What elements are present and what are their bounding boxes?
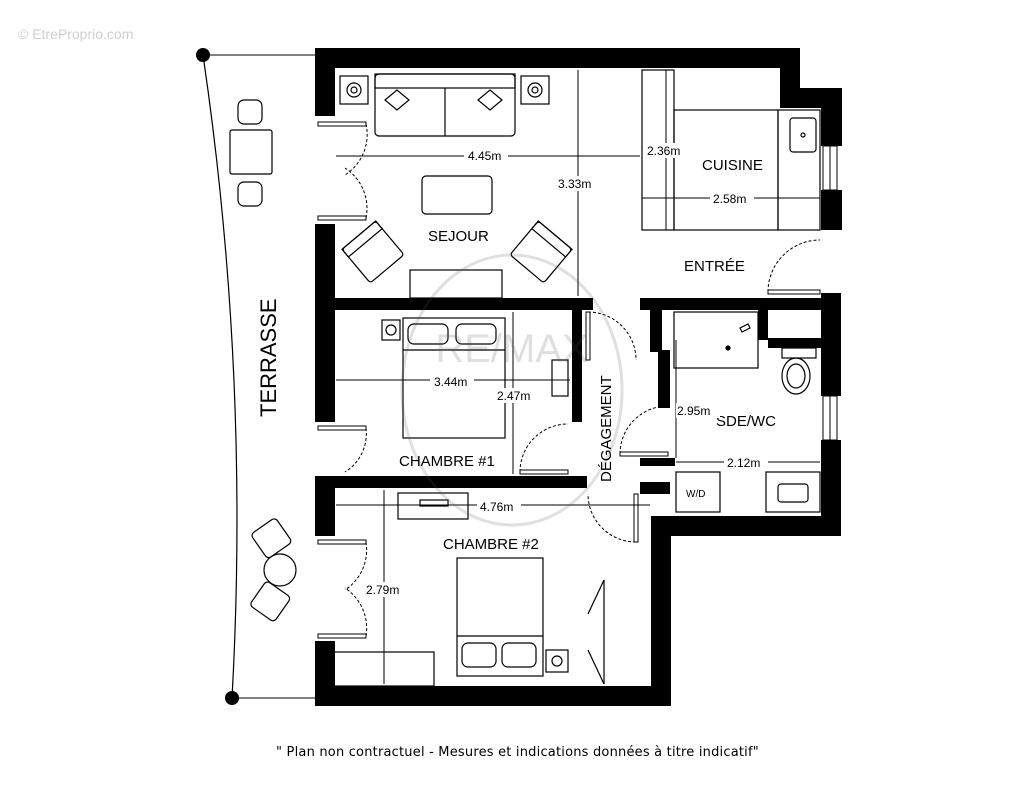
watermark-text: © EtreProprio.com: [18, 26, 134, 42]
room-label-entree: ENTRÉE: [684, 258, 745, 275]
svg-text:RE/MAX: RE/MAX: [435, 327, 588, 371]
room-label-cuisine: CUISINE: [702, 157, 763, 174]
interior-walls: [315, 298, 840, 494]
room-label-degagement: DÉGAGEMENT: [598, 375, 615, 482]
dim-cuisine-width: 2.58m: [713, 192, 746, 206]
remax-logo: RE/MAX: [400, 253, 624, 527]
dim-sde-width: 2.12m: [727, 456, 760, 470]
tv-unit: [409, 269, 503, 299]
terrace-outline: [196, 48, 315, 705]
exterior-walls: [315, 48, 842, 706]
dim-sde-height: 2.95m: [677, 404, 710, 418]
side-tables: [339, 75, 550, 105]
dimension-labels: 4.45m 3.33m 2.36m 2.58m 3.44m 2.47m 2.95…: [362, 143, 768, 597]
doors: [317, 121, 821, 639]
terrace-table-set: [229, 99, 297, 622]
bathroom-fixtures: [673, 311, 821, 513]
dim-cuisine-height: 2.36m: [647, 144, 680, 158]
dim-sejour-width: 4.45m: [468, 149, 501, 163]
dim-chambre1-height: 2.47m: [497, 389, 530, 403]
dim-chambre1-width: 3.44m: [434, 375, 467, 389]
coffee-table: [421, 175, 493, 215]
dim-chambre2-height: 2.79m: [366, 583, 399, 597]
armchairs: [341, 220, 573, 283]
disclaimer-caption: " Plan non contractuel - Mesures et indi…: [276, 745, 759, 760]
dim-chambre2-width: 4.76m: [480, 500, 513, 514]
room-label-sejour: SEJOUR: [428, 228, 489, 245]
room-label-chambre-1: CHAMBRE #1: [399, 453, 495, 470]
room-label-sde-wc: SDE/WC: [716, 413, 776, 430]
bed-chambre-1: [381, 317, 569, 439]
room-label-terrasse: TERRASSE: [256, 298, 281, 417]
bed-chambre-2: [333, 492, 605, 687]
dim-sejour-height: 3.33m: [558, 177, 591, 191]
appliance-label-wd: W/D: [686, 489, 705, 500]
room-label-chambre-2: CHAMBRE #2: [443, 536, 539, 553]
sofa: [374, 73, 516, 137]
windows: [822, 145, 838, 441]
kitchen-counters: [641, 69, 821, 231]
